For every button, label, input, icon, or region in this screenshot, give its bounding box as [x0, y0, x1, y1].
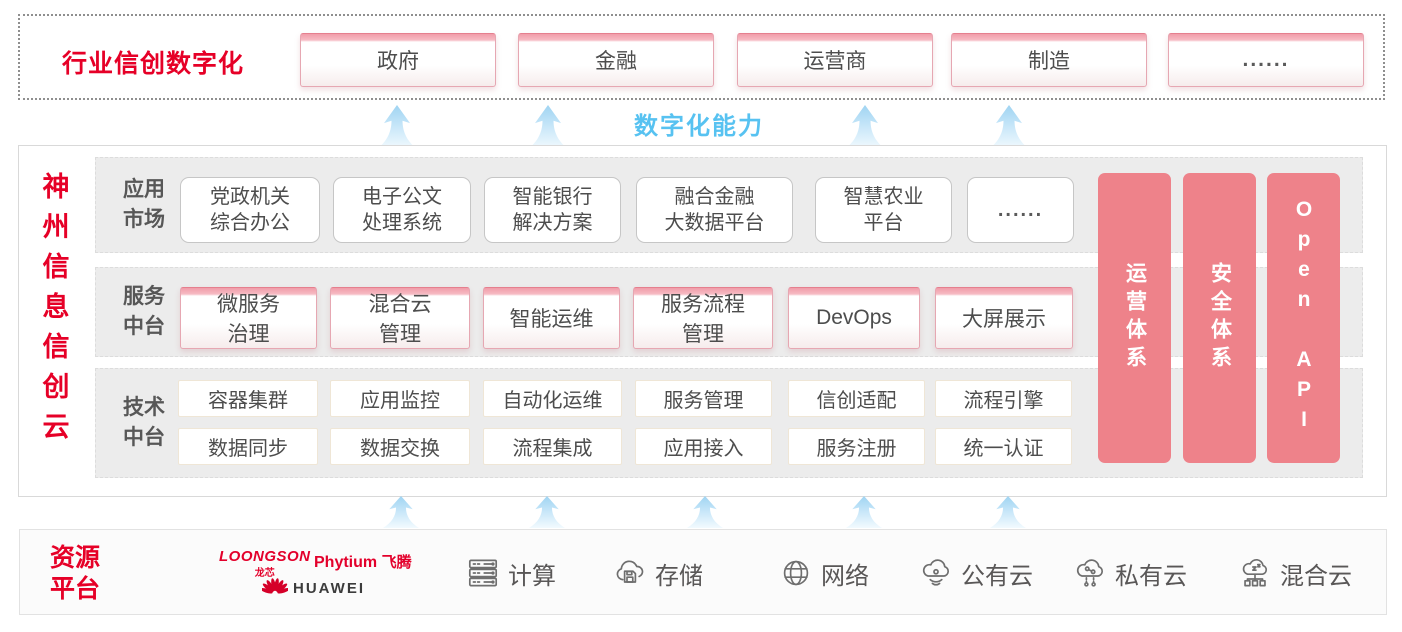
huawei-flower-icon: [260, 574, 290, 602]
tech-box: 信创适配: [788, 380, 925, 417]
app-box: 智能银行 解决方案: [484, 177, 621, 243]
platform-vertical-title: 神州信息信创云: [38, 172, 69, 452]
industry-box-more: ......: [1168, 33, 1364, 87]
resource-item-public-cloud: 公有云: [918, 555, 1033, 591]
up-arrow-icon: [528, 105, 568, 149]
resource-platform-title: 资源 平台: [50, 544, 101, 604]
network-globe-icon: [778, 555, 814, 591]
tech-box: 流程引擎: [935, 380, 1072, 417]
phytium-logo-cn: 飞腾: [381, 554, 412, 571]
industry-box-manufacturing: 制造: [951, 33, 1147, 87]
tech-box: 流程集成: [483, 428, 622, 465]
industry-box-government: 政府: [300, 33, 496, 87]
storage-cloud-icon: [612, 555, 648, 591]
huawei-logo-text: HUAWEI: [293, 579, 365, 597]
pillar-operations-system: 运营体系: [1098, 173, 1171, 463]
resource-item-label: 混合云: [1280, 562, 1352, 590]
server-icon: [465, 555, 501, 591]
app-box-more: ......: [967, 177, 1074, 243]
capability-label: 数字化能力: [634, 113, 764, 140]
tech-box: 应用监控: [330, 380, 470, 417]
resource-item-label: 公有云: [961, 562, 1033, 590]
up-arrow-icon: [377, 105, 417, 149]
app-box: 党政机关 综合办公: [180, 177, 320, 243]
service-box: 大屏展示: [935, 287, 1073, 349]
tech-box: 自动化运维: [483, 380, 622, 417]
huawei-logo: HUAWEI: [260, 574, 365, 602]
phytium-logo: Phytium 飞腾: [314, 551, 412, 572]
public-cloud-icon: [918, 555, 954, 591]
tech-box: 数据同步: [178, 428, 318, 465]
up-arrow-icon: [383, 496, 419, 528]
loongson-logo: LOONGSON 龙芯: [219, 548, 311, 579]
up-arrow-icon: [846, 496, 882, 528]
app-box: 电子公文 处理系统: [333, 177, 471, 243]
row-label-service-platform: 服务 中台: [123, 284, 165, 338]
private-cloud-icon: [1072, 555, 1108, 591]
industry-banner-title: 行业信创数字化: [62, 50, 245, 78]
up-arrow-icon: [990, 496, 1026, 528]
tech-box: 服务注册: [788, 428, 925, 465]
resource-item-label: 计算: [508, 562, 556, 590]
tech-box: 服务管理: [635, 380, 772, 417]
phytium-logo-text: Phytium: [314, 554, 378, 571]
service-box: 微服务 治理: [180, 287, 317, 349]
loongson-logo-text: LOONGSON: [219, 548, 311, 565]
service-box: 服务流程 管理: [633, 287, 773, 349]
resource-item-label: 网络: [821, 562, 869, 590]
tech-box: 容器集群: [178, 380, 318, 417]
row-label-tech-platform: 技术 中台: [123, 395, 165, 449]
resource-item-compute: 计算: [465, 555, 556, 591]
up-arrow-icon: [845, 105, 885, 149]
up-arrow-icon: [529, 496, 565, 528]
tech-box: 应用接入: [635, 428, 772, 465]
service-box: 智能运维: [483, 287, 620, 349]
app-box: 融合金融 大数据平台: [636, 177, 793, 243]
tech-box: 统一认证: [935, 428, 1072, 465]
resource-item-label: 私有云: [1115, 562, 1187, 590]
hybrid-cloud-icon: [1237, 555, 1273, 591]
resource-item-storage: 存储: [612, 555, 703, 591]
resource-item-private-cloud: 私有云: [1072, 555, 1187, 591]
resource-item-label: 存储: [655, 562, 703, 590]
up-arrow-icon: [687, 496, 723, 528]
resource-item-hybrid-cloud: 混合云: [1237, 555, 1352, 591]
app-box: 智慧农业 平台: [815, 177, 952, 243]
tech-box: 数据交换: [330, 428, 470, 465]
row-label-app-market: 应用 市场: [123, 177, 165, 231]
loongson-logo-cn: 龙芯: [254, 568, 275, 579]
service-box: DevOps: [788, 287, 920, 349]
pillar-security-system: 安全体系: [1183, 173, 1256, 463]
industry-box-finance: 金融: [518, 33, 714, 87]
up-arrow-icon: [989, 105, 1029, 149]
industry-box-operator: 运营商: [737, 33, 933, 87]
service-box: 混合云 管理: [330, 287, 470, 349]
resource-platform-box: [19, 529, 1387, 615]
pillar-open-api: Open API: [1267, 173, 1340, 463]
resource-item-network: 网络: [778, 555, 869, 591]
